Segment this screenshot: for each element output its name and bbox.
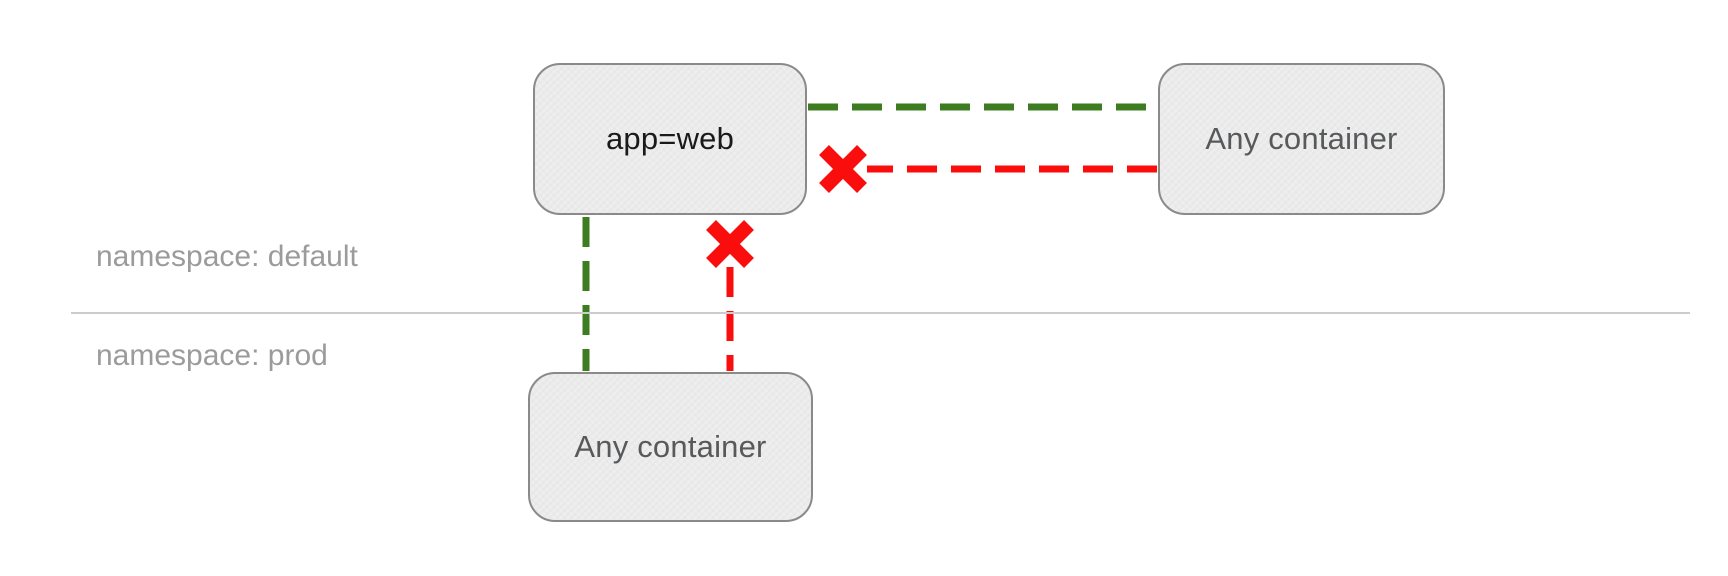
- node-app-web-label: app=web: [605, 121, 735, 156]
- edge-anycontainer-prod-to-appweb-blocked: [706, 220, 754, 371]
- blocked-x-icon: [706, 220, 754, 268]
- namespace-divider: [71, 312, 1690, 314]
- node-any-container-prod-label: Any container: [574, 429, 767, 464]
- node-any-container-default-label: Any container: [1205, 121, 1398, 156]
- namespace-label-prod: namespace: prod: [96, 339, 328, 372]
- edge-anycontainer-default-to-appweb-blocked: [819, 145, 1157, 193]
- node-app-web: app=web: [533, 63, 807, 215]
- node-any-container-default: Any container: [1158, 63, 1445, 215]
- namespace-label-default: namespace: default: [96, 240, 358, 273]
- node-any-container-prod: Any container: [528, 372, 813, 522]
- blocked-x-icon: [819, 145, 867, 193]
